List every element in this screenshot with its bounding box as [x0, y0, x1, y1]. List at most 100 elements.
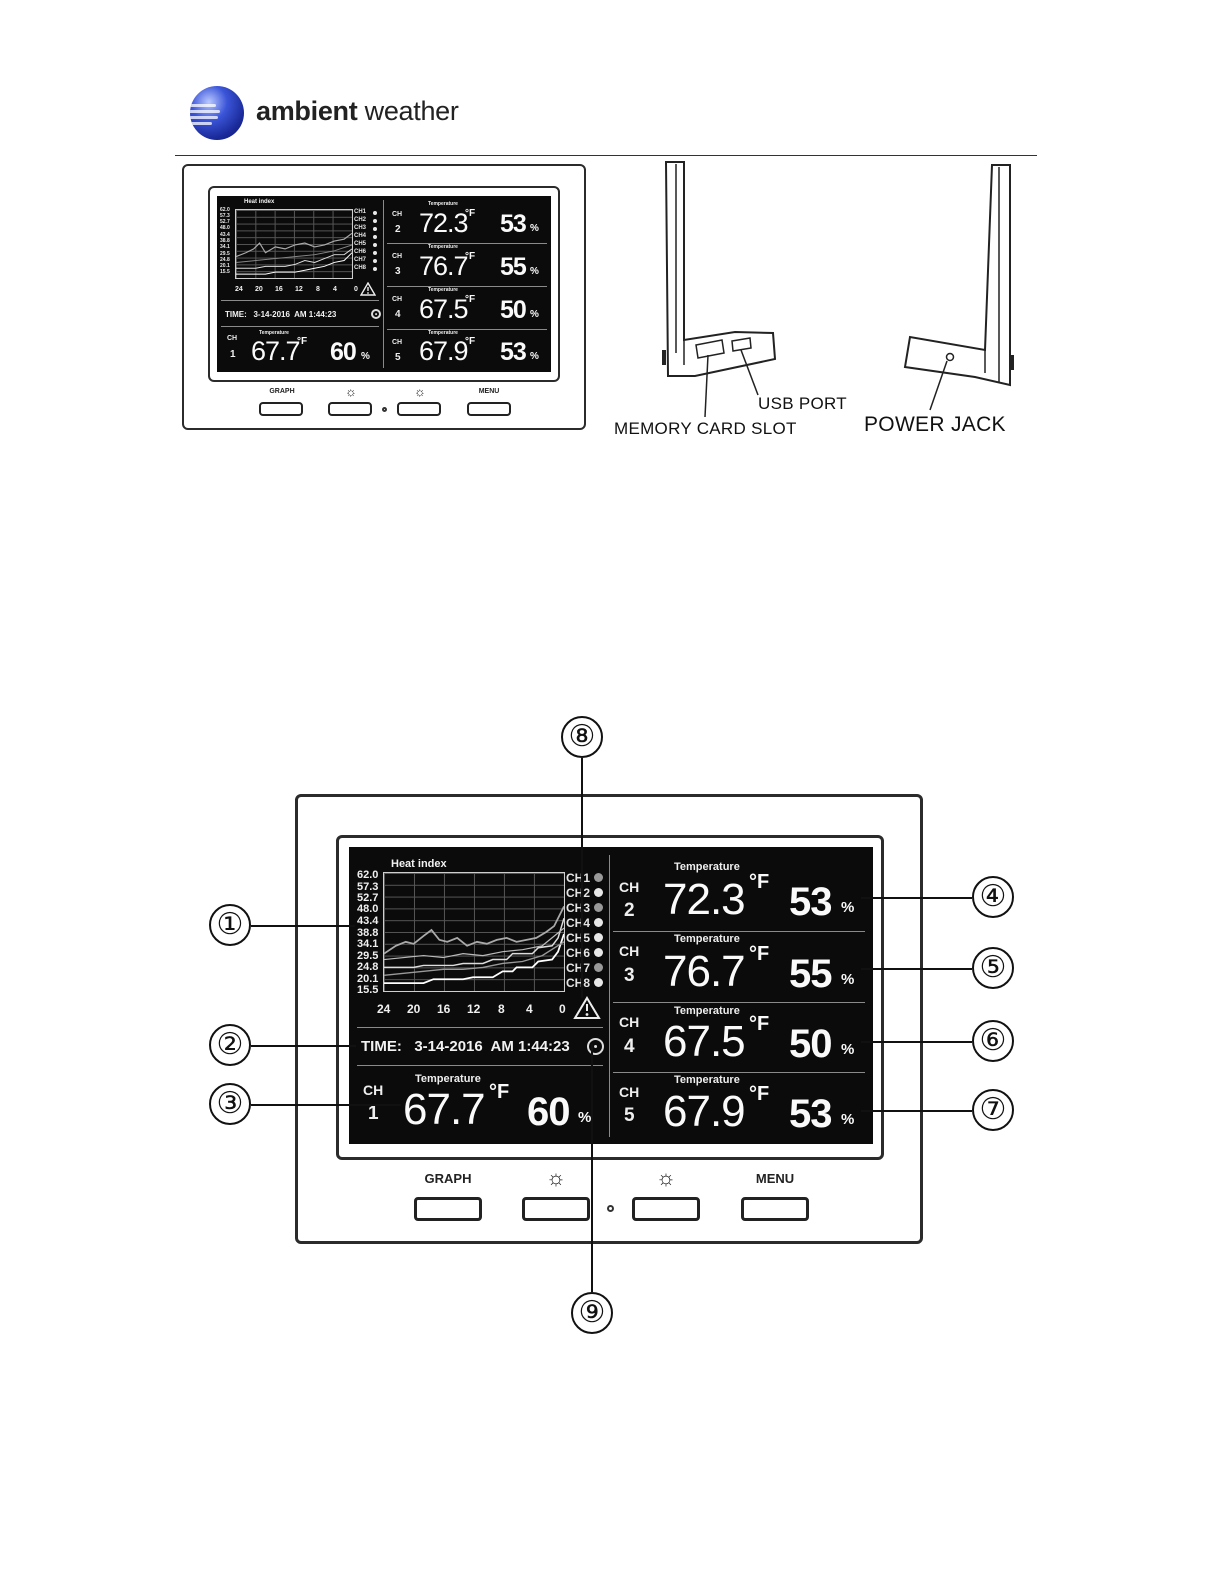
ch1-temp-unit: °F: [489, 1081, 510, 1103]
y-tick: 38.8: [220, 238, 230, 244]
ch4-humidity: 50: [500, 296, 527, 324]
graph-button-label: GRAPH: [424, 1171, 472, 1186]
ch4-temp-label: Temperature: [428, 287, 458, 293]
ch1-temp-label: Temperature: [259, 330, 289, 336]
ch5-temperature: 67.9: [419, 336, 469, 366]
front-view-large: Heat index 62.0 57.3 52.7 48.0 43.4 38.8…: [295, 794, 923, 1244]
brand-logo-globe-icon: [190, 86, 244, 140]
ch3-label: CH: [619, 943, 640, 959]
legend-ch6: CH6: [354, 249, 367, 255]
legend-dot: [373, 235, 377, 239]
x-tick: 12: [467, 1002, 481, 1016]
y-tick: 24.8: [220, 257, 230, 263]
time-divider: [357, 1065, 603, 1066]
legend-dot: [594, 978, 603, 987]
signal-icon: [371, 309, 381, 319]
callout-2: ②: [209, 1024, 251, 1066]
legend-ch4: CH4: [354, 233, 367, 239]
side-view-left: [662, 161, 777, 418]
callout-4-leader: [861, 897, 972, 899]
graph-button[interactable]: [414, 1197, 482, 1221]
ch2-temp-label: Temperature: [674, 861, 740, 873]
sensor-dot: [382, 407, 387, 412]
ch1-number: 1: [368, 1103, 379, 1124]
up-button[interactable]: [397, 402, 441, 416]
ch1-humidity-unit: %: [361, 351, 370, 362]
x-tick: 12: [295, 286, 303, 293]
legend-dot: [373, 243, 377, 247]
menu-button-label: MENU: [478, 388, 500, 395]
ch2-divider: [387, 243, 547, 244]
callout-8-leader: [581, 758, 583, 998]
ch4-humidity-unit: %: [841, 1041, 855, 1058]
menu-button[interactable]: [467, 402, 511, 416]
legend-ch3: CH3: [354, 225, 367, 231]
lcd-screen: Heat index 62.0 57.3 52.7 48.0 43.4 38.8…: [217, 196, 551, 372]
menu-button[interactable]: [741, 1197, 809, 1221]
ch2-humidity: 53: [789, 880, 832, 924]
sensor-dot: [607, 1205, 614, 1212]
front-view-small: Heat index 62.0 57.3 52.7 48.0 43.4 38.8…: [182, 164, 586, 430]
graph-divider: [221, 300, 379, 301]
menu-button-label: MENU: [755, 1171, 795, 1186]
ch5-number: 5: [395, 352, 401, 363]
legend-ch1: CH1: [566, 871, 591, 885]
legend-ch8: CH8: [566, 976, 591, 990]
ch3-number: 3: [624, 965, 635, 986]
legend-ch2: CH2: [354, 217, 367, 223]
signal-icon: [587, 1038, 604, 1055]
down-button[interactable]: [522, 1197, 590, 1221]
ch3-temperature: 76.7: [419, 251, 469, 281]
ch1-number: 1: [230, 349, 236, 360]
ch3-label: CH: [392, 253, 403, 260]
ch4-temperature: 67.5: [419, 294, 469, 324]
ch3-temp-unit: °F: [465, 251, 476, 262]
ch5-humidity: 53: [500, 338, 527, 366]
ch5-label: CH: [619, 1084, 640, 1100]
ch2-divider: [613, 931, 865, 932]
legend-dot: [373, 219, 377, 223]
ch4-temp-label: Temperature: [674, 1005, 740, 1017]
ch3-temp-unit: °F: [749, 943, 770, 965]
legend-dot: [373, 267, 377, 271]
ch2-number: 2: [624, 900, 635, 921]
ch4-divider: [613, 1072, 865, 1073]
x-tick: 0: [354, 286, 358, 293]
graph-button[interactable]: [259, 402, 303, 416]
y-tick: 62.0: [220, 207, 230, 213]
y-tick: 48.0: [357, 903, 379, 915]
callout-9: ⑨: [571, 1292, 613, 1334]
callout-7: ⑦: [972, 1089, 1014, 1131]
ch2-temperature: 72.3: [663, 875, 746, 924]
up-button[interactable]: [632, 1197, 700, 1221]
y-tick: 34.1: [357, 938, 379, 950]
legend-ch4: CH4: [566, 916, 591, 930]
y-tick: 15.5: [220, 269, 230, 275]
legend-dot: [373, 251, 377, 255]
callout-1-leader: [251, 925, 355, 927]
down-button[interactable]: [328, 402, 372, 416]
legend-dot: [373, 227, 377, 231]
legend-ch3: CH3: [566, 901, 591, 915]
callout-1: ①: [209, 904, 251, 946]
ch2-temp-unit: °F: [749, 871, 770, 893]
side-view-right: [903, 164, 1014, 411]
x-tick: 16: [275, 286, 283, 293]
callout-5: ⑤: [972, 947, 1014, 989]
graph-title: Heat index: [244, 199, 275, 205]
ch2-label: CH: [619, 879, 640, 895]
ch3-divider: [387, 286, 547, 287]
ch3-humidity-unit: %: [841, 971, 855, 988]
x-tick: 24: [377, 1002, 391, 1016]
graph-title: Heat index: [391, 858, 447, 870]
callout-6: ⑥: [972, 1020, 1014, 1062]
ch5-humidity-unit: %: [530, 351, 539, 362]
callout-4: ④: [972, 876, 1014, 918]
center-divider: [609, 855, 610, 1137]
x-tick: 20: [407, 1002, 421, 1016]
ch3-humidity: 55: [789, 952, 832, 996]
ch2-label: CH: [392, 211, 403, 218]
graph-plot-area: [235, 209, 353, 279]
x-tick: 20: [255, 286, 263, 293]
ch2-humidity-unit: %: [841, 899, 855, 916]
